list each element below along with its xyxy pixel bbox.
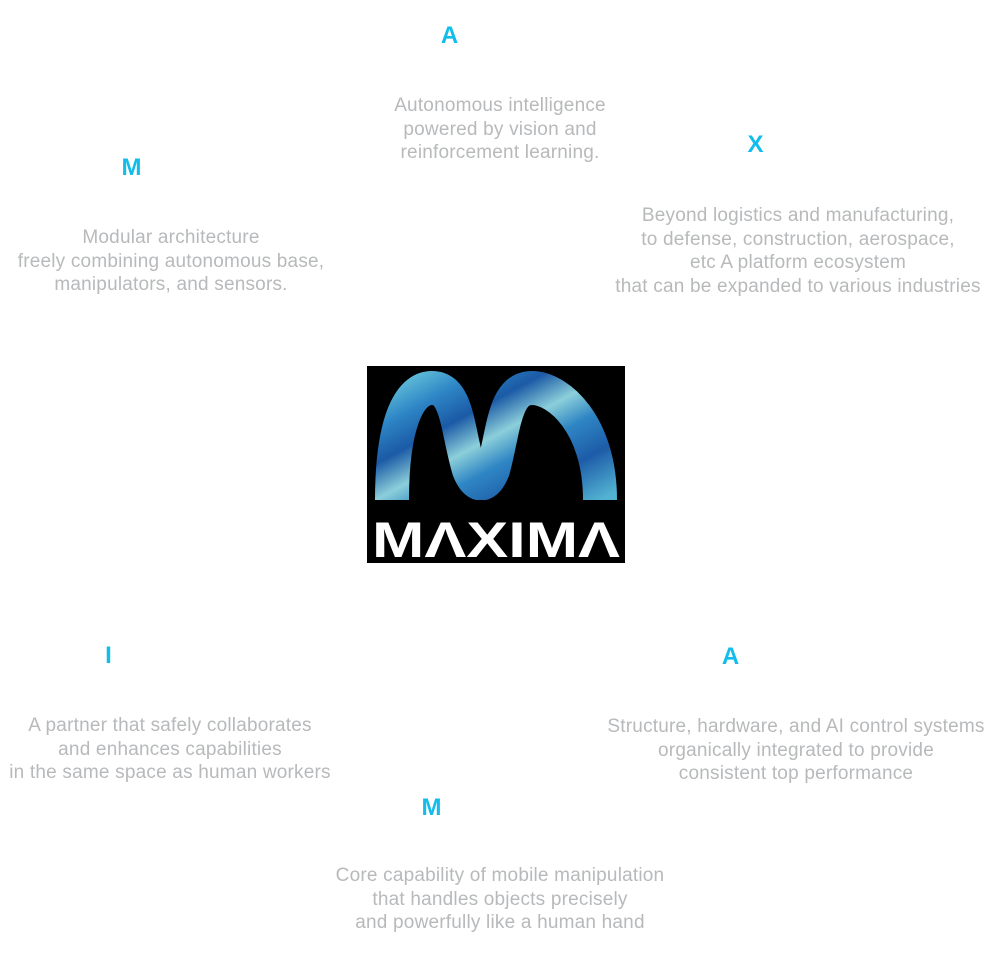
maxima-logo-box: MΛXIMΛ bbox=[367, 366, 625, 563]
section-text-all-in-one: Structure, hardware, and AI control syst… bbox=[607, 716, 985, 784]
section-letter-modular: M bbox=[121, 154, 143, 181]
section-letter-autonomous: A bbox=[440, 22, 460, 49]
section-letter-interactive: I bbox=[105, 642, 113, 669]
section-letter-manipulation: M bbox=[421, 794, 443, 821]
section-letter-all-in-one: A bbox=[721, 643, 741, 670]
maxima-wordmark-text: MΛXIMΛ bbox=[372, 518, 621, 560]
maxima-wordmark: MΛXIMΛ bbox=[372, 518, 621, 560]
section-text-autonomous: Autonomous intelligence powered by visio… bbox=[394, 95, 606, 163]
section-text-interactive: A partner that safely collaborates and e… bbox=[9, 715, 331, 783]
maxima-ribbon-logo-icon bbox=[375, 370, 617, 500]
section-text-modular: Modular architecture freely combining au… bbox=[17, 227, 325, 295]
section-letter-expandable: X bbox=[747, 131, 765, 158]
section-text-manipulation: Core capability of mobile manipulation t… bbox=[335, 865, 665, 933]
section-text-expandable: Beyond logistics and manufacturing, to d… bbox=[615, 205, 981, 297]
